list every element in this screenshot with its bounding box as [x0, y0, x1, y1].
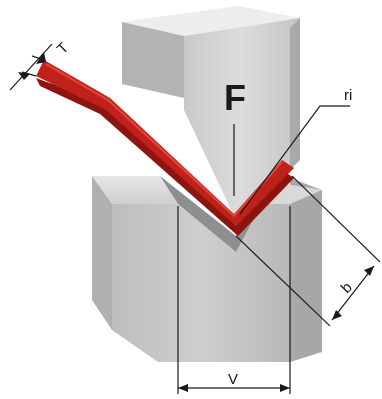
die-opening-arrow-left — [178, 384, 188, 392]
die — [92, 176, 322, 362]
inner-radius-leader — [239, 105, 350, 215]
flange-dim-line — [331, 265, 375, 321]
sheet-thickness-face — [36, 78, 294, 236]
thickness-dim-line — [9, 43, 53, 91]
flange-ext-1 — [291, 175, 381, 263]
punch-left-face — [122, 22, 184, 98]
inner-radius-label: ri — [344, 87, 352, 104]
flange-arrow-2 — [332, 310, 342, 320]
punch-top-face — [122, 6, 300, 36]
die-side-face — [290, 178, 322, 362]
flange-ext-2 — [235, 235, 331, 327]
thickness-arrow-1 — [36, 52, 46, 64]
punch-right-face — [290, 18, 300, 170]
die-front-shade — [92, 176, 112, 330]
force-label: F — [224, 77, 246, 118]
flange-length-label: b — [338, 279, 356, 297]
punch — [122, 6, 300, 216]
thickness-arrow-2 — [18, 72, 30, 80]
arrowheads — [18, 52, 374, 392]
punch-front-face — [184, 18, 300, 216]
die-front-face — [112, 204, 290, 362]
dimension-lines — [9, 43, 381, 394]
flange-arrow-1 — [364, 266, 374, 276]
thickness-label: T — [54, 39, 73, 58]
die-top-left — [92, 176, 178, 204]
sheet-top-face — [36, 60, 294, 226]
die-opening-label: V — [228, 371, 238, 388]
die-opening-arrow-right — [280, 384, 290, 392]
